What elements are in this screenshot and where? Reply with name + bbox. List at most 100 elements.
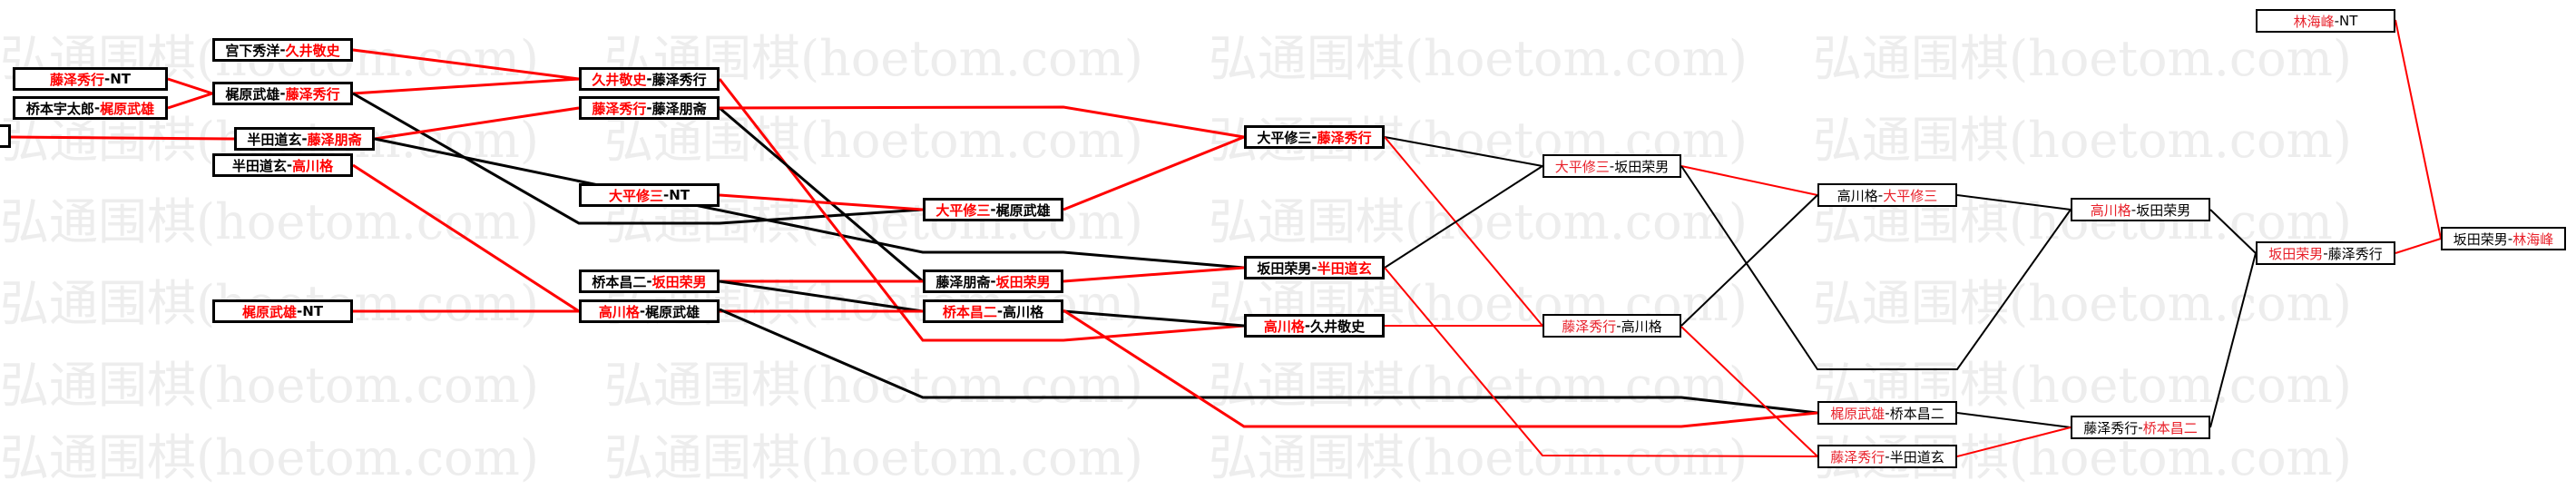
connector-line	[1680, 165, 2072, 370]
match-box[interactable]: 半田道玄-高川格	[212, 153, 353, 177]
connector-line	[374, 137, 1245, 270]
separator: -	[990, 201, 996, 218]
winner-name: 藤泽秀行	[592, 100, 647, 117]
loser-name: 大平修三	[1257, 129, 1312, 146]
match-box[interactable]: 高川格-坂田荣男	[2071, 198, 2210, 221]
separator: -	[103, 71, 111, 87]
loser-name: 桥本宇太郎	[25, 100, 94, 117]
match-box[interactable]: 藤泽秀行-桥本昌二	[2071, 416, 2210, 439]
watermark-text: 弘通围棋(hoetom.com)	[1209, 193, 1748, 250]
connector-line	[1384, 165, 1543, 269]
match-box[interactable]: 久井敬史-藤泽秀行	[579, 67, 720, 91]
connector-line	[1063, 309, 1818, 428]
winner-name: 高川格	[2090, 201, 2131, 219]
separator: -	[990, 273, 996, 289]
match-box[interactable]: 桥本昌二-高川格	[923, 299, 1063, 323]
winner-name: 林海峰	[2293, 13, 2335, 30]
match-box[interactable]: 大平修三-NT	[579, 183, 720, 207]
loser-name: 坂田荣男	[1614, 158, 1670, 175]
match-box[interactable]: 藤泽朋斋-坂田荣男	[923, 270, 1063, 293]
match-box[interactable]: 高川格-梶原武雄	[579, 299, 720, 323]
loser-name: 藤泽朋斋	[935, 273, 991, 290]
loser-name: 久井敬史	[1310, 318, 1366, 335]
connector-line	[167, 77, 213, 95]
separator: -	[1616, 318, 1621, 334]
winner-name: 藤泽秀行	[1562, 318, 1617, 335]
connector-line	[1680, 194, 1818, 327]
winner-name: 大平修三	[1883, 187, 1938, 204]
connector-line	[719, 193, 924, 211]
connector-line	[352, 48, 580, 81]
watermark-text: 弘通围棋(hoetom.com)	[1813, 112, 2352, 169]
winner-name: 半田道玄	[1317, 260, 1372, 277]
match-box[interactable]: 坂田荣男-半田道玄	[1244, 256, 1385, 279]
separator: -	[1885, 448, 1890, 465]
match-box[interactable]: 梶原武雄-NT	[212, 299, 353, 323]
loser-name: 坂田荣男	[2453, 230, 2508, 248]
loser-name: 藤泽秀行	[651, 71, 707, 88]
winner-name: 高川格	[292, 157, 334, 174]
separator: -	[1304, 318, 1311, 334]
match-box[interactable]: 藤泽秀行-半田道玄	[1817, 445, 1957, 468]
match-box[interactable]: 藤泽秀行-藤泽朋斋	[579, 96, 720, 120]
separator: -	[1885, 405, 1890, 421]
match-box[interactable]: 高川格-大平修三	[1817, 183, 1957, 207]
connector-line	[1956, 426, 2072, 457]
winner-name: 坂田荣男	[995, 273, 1051, 290]
connector-line	[1384, 267, 1818, 457]
watermark-text: 弘通围棋(hoetom.com)	[1813, 30, 2352, 87]
winner-name: 桥本昌二	[2142, 419, 2198, 436]
match-box[interactable]: 梶原武雄-桥本昌二	[1817, 401, 1957, 425]
watermark-text: 弘通围棋(hoetom.com)	[1209, 357, 1748, 414]
separator: -	[1311, 260, 1317, 276]
separator: -	[93, 100, 101, 116]
match-box[interactable]: 坂田荣男-藤泽秀行	[2256, 241, 2395, 265]
match-box[interactable]: 藤泽秀行-NT	[13, 67, 168, 91]
separator: -	[639, 303, 646, 319]
match-box-partial	[0, 124, 11, 148]
match-box[interactable]: 高川格-久井敬史	[1244, 314, 1385, 338]
match-box[interactable]: 桥本昌二-坂田荣男	[579, 270, 720, 293]
connector-line	[719, 105, 1245, 139]
match-box[interactable]: 宫下秀洋-久井敬史	[212, 38, 353, 62]
match-box[interactable]: 藤泽秀行-高川格	[1543, 314, 1681, 338]
winner-name: 高川格	[598, 303, 640, 320]
loser-name: 宫下秀洋	[225, 42, 280, 59]
separator: -	[286, 157, 293, 173]
connector-line	[2395, 238, 2442, 254]
watermark-text: 弘通围棋(hoetom.com)	[0, 357, 539, 414]
connector-line	[718, 78, 1245, 342]
winner-name: 坂田荣男	[2268, 245, 2324, 262]
winner-name: 大平修三	[608, 187, 663, 204]
separator: -	[1877, 187, 1884, 203]
separator: -	[646, 273, 652, 289]
separator: -	[996, 303, 1004, 319]
winner-name: 藤泽秀行	[1830, 448, 1885, 466]
loser-name: NT	[669, 187, 691, 203]
connector-line	[719, 106, 924, 283]
match-box[interactable]: 大平修三-藤泽秀行	[1244, 125, 1385, 149]
loser-name: 藤泽秀行	[2327, 245, 2383, 262]
loser-name: 高川格	[1621, 318, 1662, 335]
winner-name: 藤泽秀行	[49, 71, 104, 88]
separator: -	[2138, 419, 2143, 436]
loser-name: 半田道玄	[231, 157, 287, 174]
loser-name: 梶原武雄	[995, 201, 1051, 219]
separator: -	[279, 42, 286, 58]
match-box[interactable]: 大平修三-坂田荣男	[1543, 154, 1681, 178]
match-box[interactable]: 梶原武雄-藤泽秀行	[212, 82, 353, 105]
match-box[interactable]: 林海峰-NT	[2256, 9, 2395, 33]
winner-name: 藤泽朋斋	[307, 131, 362, 148]
loser-name: NT	[302, 303, 324, 319]
match-box[interactable]: 半田道玄-藤泽朋斋	[234, 127, 375, 151]
loser-name: 藤泽秀行	[2083, 419, 2139, 436]
match-box[interactable]: 坂田荣男-林海峰	[2441, 227, 2566, 250]
separator: -	[646, 71, 652, 87]
match-box[interactable]: 桥本宇太郎-梶原武雄	[13, 96, 168, 120]
winner-name: 坂田荣男	[651, 273, 707, 290]
separator: -	[2130, 201, 2137, 218]
loser-name: 半田道玄	[247, 131, 302, 148]
winner-name: 梶原武雄	[241, 303, 297, 320]
match-box[interactable]: 大平修三-梶原武雄	[923, 198, 1063, 221]
winner-name: 梶原武雄	[100, 100, 155, 117]
